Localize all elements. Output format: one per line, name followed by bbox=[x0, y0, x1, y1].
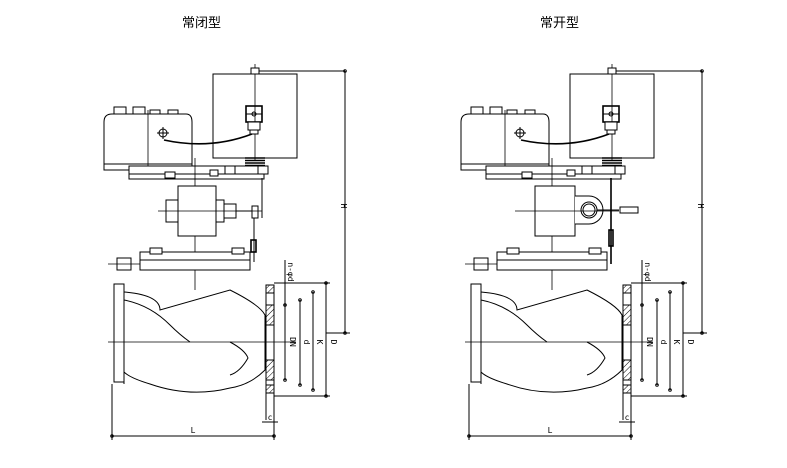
plate-nut bbox=[581, 165, 593, 175]
cable bbox=[520, 133, 610, 145]
dimension-label-d: d bbox=[302, 340, 311, 345]
plate-nut bbox=[566, 169, 576, 177]
connector-gland-tip bbox=[606, 129, 616, 135]
plate-nut bbox=[224, 165, 236, 175]
dimension-label-c: c bbox=[268, 413, 273, 422]
coil-top-nut bbox=[607, 67, 617, 75]
dimension-label-bolt-holes: n-φd bbox=[286, 262, 295, 281]
dimension-arrow bbox=[311, 388, 315, 392]
dimension-label-k: K bbox=[315, 340, 324, 345]
top-plate bbox=[485, 165, 622, 175]
dimension-label-dn: DN bbox=[645, 337, 654, 347]
dimension-label-dn: DN bbox=[288, 337, 297, 347]
dimension-arrow bbox=[298, 298, 302, 302]
dimension-label-d-outer: D bbox=[686, 340, 695, 345]
inlet-flange bbox=[470, 283, 482, 383]
outlet-flange-hatch bbox=[622, 304, 632, 326]
bolt-head bbox=[231, 247, 245, 255]
plate-nut bbox=[614, 165, 626, 175]
dimension-arrow bbox=[655, 298, 659, 302]
handle-grip bbox=[619, 206, 639, 214]
inlet-flange bbox=[113, 283, 125, 383]
ring-inner bbox=[582, 203, 596, 217]
outlet-flange-hatch bbox=[622, 284, 632, 294]
dimension-arrow bbox=[668, 290, 672, 294]
top-plate-lower bbox=[128, 173, 265, 180]
coil-top-nut bbox=[250, 67, 260, 75]
outlet-flange-hatch bbox=[265, 359, 275, 381]
connector-gland bbox=[604, 121, 618, 131]
dimension-arrow bbox=[283, 303, 287, 307]
plate-nut bbox=[209, 169, 219, 177]
dimension-label-bolt-holes: n-φd bbox=[643, 262, 652, 281]
valve-body-outline bbox=[123, 289, 266, 393]
dimension-arrow bbox=[272, 434, 276, 438]
box-bolt bbox=[489, 106, 503, 115]
dimension-arrow bbox=[640, 378, 644, 382]
dimension-label-l: L bbox=[191, 426, 196, 435]
box-bolt bbox=[470, 106, 484, 115]
valve-body-outline bbox=[480, 289, 623, 393]
drawing-title: 常开型 bbox=[540, 16, 579, 31]
outlet-flange-hatch bbox=[265, 384, 275, 394]
box-bolt bbox=[132, 106, 146, 115]
lower-flange bbox=[139, 259, 251, 271]
inner-wall bbox=[480, 299, 548, 343]
outlet-flange-hatch bbox=[622, 384, 632, 394]
dimension-label-h: H bbox=[339, 204, 348, 209]
dimension-arrow bbox=[640, 303, 644, 307]
cable bbox=[163, 133, 253, 145]
drawing-title: 常闭型 bbox=[182, 16, 221, 31]
plate-nut bbox=[521, 171, 533, 179]
box-bolt bbox=[149, 109, 161, 115]
top-plate-lower bbox=[485, 173, 622, 180]
inner-wall bbox=[586, 341, 606, 376]
connector-gland bbox=[247, 121, 261, 131]
dimension-label-l: L bbox=[548, 426, 553, 435]
box-bolt bbox=[167, 109, 179, 115]
plate-nut bbox=[164, 171, 176, 179]
inner-wall bbox=[229, 341, 249, 376]
dimension-label-h: H bbox=[696, 204, 705, 209]
dimension-label-d-outer: D bbox=[329, 340, 338, 345]
connector-gland-tip bbox=[249, 129, 259, 135]
dimension-label-c: c bbox=[625, 413, 630, 422]
outlet-flange-hatch bbox=[265, 304, 275, 326]
box-bolt bbox=[113, 106, 127, 115]
dimension-arrow bbox=[668, 388, 672, 392]
bolt-head bbox=[588, 247, 602, 255]
box-bolt bbox=[524, 109, 536, 115]
box-bolt bbox=[506, 109, 518, 115]
outlet-flange-hatch bbox=[265, 284, 275, 294]
dimension-arrow bbox=[343, 69, 347, 73]
dimension-arrow bbox=[700, 69, 704, 73]
dimension-label-k: K bbox=[672, 340, 681, 345]
dimension-arrow bbox=[467, 434, 471, 438]
plate-nut bbox=[257, 165, 269, 175]
bolt-head bbox=[149, 247, 163, 255]
dimension-arrow bbox=[110, 434, 114, 438]
lower-flange bbox=[496, 259, 608, 271]
dimension-arrow bbox=[283, 378, 287, 382]
dimension-arrow bbox=[298, 383, 302, 387]
dimension-arrow bbox=[311, 290, 315, 294]
dimension-arrow bbox=[629, 434, 633, 438]
bolt-head bbox=[506, 247, 520, 255]
dimension-label-d: d bbox=[659, 340, 668, 345]
dimension-arrow bbox=[655, 383, 659, 387]
lever-clip bbox=[251, 205, 259, 219]
inner-wall bbox=[123, 299, 191, 343]
outlet-flange-hatch bbox=[622, 359, 632, 381]
top-plate bbox=[128, 165, 265, 175]
